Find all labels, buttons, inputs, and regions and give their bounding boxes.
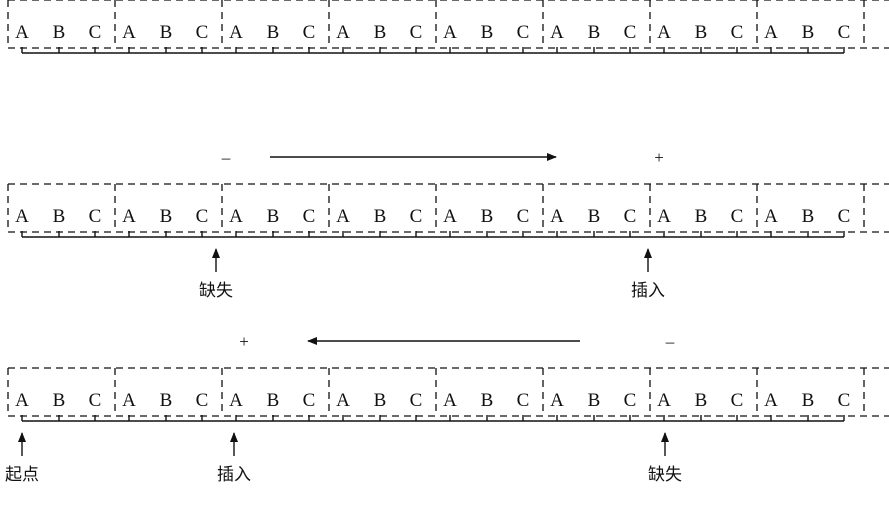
codon-base-a: A <box>229 390 243 411</box>
codon-base-b: B <box>160 22 173 43</box>
codon-base-c: C <box>196 390 209 411</box>
codon-base-a: A <box>229 206 243 227</box>
codon-base-b: B <box>374 390 387 411</box>
marker-label: 起点 <box>5 465 39 485</box>
codon-base-a: A <box>122 22 136 43</box>
codon-base-b: B <box>160 390 173 411</box>
codon-base-c: C <box>624 22 637 43</box>
codon-base-b: B <box>374 206 387 227</box>
codon-base-c: C <box>89 22 102 43</box>
codon-base-a: A <box>336 206 350 227</box>
codon-base-c: C <box>410 390 423 411</box>
codon-base-b: B <box>802 206 815 227</box>
marker-label: 缺失 <box>648 465 682 485</box>
codon-base-b: B <box>695 390 708 411</box>
codon-base-c: C <box>838 390 851 411</box>
codon-base-b: B <box>802 390 815 411</box>
codon-base-b: B <box>374 22 387 43</box>
codon-base-c: C <box>196 22 209 43</box>
codon-base-a: A <box>443 390 457 411</box>
codon-base-a: A <box>229 22 243 43</box>
codon-base-a: A <box>550 22 564 43</box>
codon-base-a: A <box>764 390 778 411</box>
codon-base-b: B <box>160 206 173 227</box>
codon-base-b: B <box>695 206 708 227</box>
codon-base-c: C <box>89 390 102 411</box>
codon-base-c: C <box>410 206 423 227</box>
codon-base-a: A <box>550 390 564 411</box>
codon-base-c: C <box>303 22 316 43</box>
codon-base-b: B <box>802 22 815 43</box>
codon-base-c: C <box>731 206 744 227</box>
codon-base-b: B <box>53 390 66 411</box>
codon-base-b: B <box>481 206 494 227</box>
codon-base-c: C <box>303 390 316 411</box>
codon-base-c: C <box>731 22 744 43</box>
codon-base-c: C <box>624 390 637 411</box>
codon-base-c: C <box>303 206 316 227</box>
left-sign: + <box>239 332 249 351</box>
codon-base-b: B <box>481 390 494 411</box>
codon-base-b: B <box>267 22 280 43</box>
codon-base-c: C <box>410 22 423 43</box>
codon-base-a: A <box>15 390 29 411</box>
codon-base-c: C <box>624 206 637 227</box>
codon-base-b: B <box>588 206 601 227</box>
codon-base-a: A <box>443 206 457 227</box>
codon-base-a: A <box>443 22 457 43</box>
codon-base-b: B <box>588 390 601 411</box>
codon-base-c: C <box>517 22 530 43</box>
codon-base-a: A <box>122 390 136 411</box>
codon-base-c: C <box>731 390 744 411</box>
codon-base-a: A <box>15 22 29 43</box>
codon-base-c: C <box>517 206 530 227</box>
marker-label: 缺失 <box>199 281 233 301</box>
codon-base-b: B <box>588 22 601 43</box>
codon-base-a: A <box>657 206 671 227</box>
codon-base-a: A <box>657 390 671 411</box>
marker-label: 插入 <box>217 465 251 485</box>
codon-base-a: A <box>336 390 350 411</box>
codon-base-b: B <box>267 206 280 227</box>
codon-base-a: A <box>657 22 671 43</box>
left-sign: – <box>221 148 231 167</box>
codon-base-a: A <box>15 206 29 227</box>
codon-base-c: C <box>89 206 102 227</box>
codon-base-a: A <box>550 206 564 227</box>
right-sign: – <box>665 332 675 351</box>
codon-base-c: C <box>517 390 530 411</box>
codon-base-b: B <box>695 22 708 43</box>
codon-base-c: C <box>838 206 851 227</box>
codon-base-b: B <box>53 206 66 227</box>
codon-base-a: A <box>122 206 136 227</box>
codon-base-b: B <box>267 390 280 411</box>
codon-base-a: A <box>764 22 778 43</box>
codon-base-b: B <box>53 22 66 43</box>
codon-base-a: A <box>764 206 778 227</box>
codon-base-c: C <box>196 206 209 227</box>
right-sign: + <box>654 148 664 167</box>
codon-base-c: C <box>838 22 851 43</box>
marker-label: 插入 <box>631 281 665 301</box>
codon-base-b: B <box>481 22 494 43</box>
codon-base-a: A <box>336 22 350 43</box>
